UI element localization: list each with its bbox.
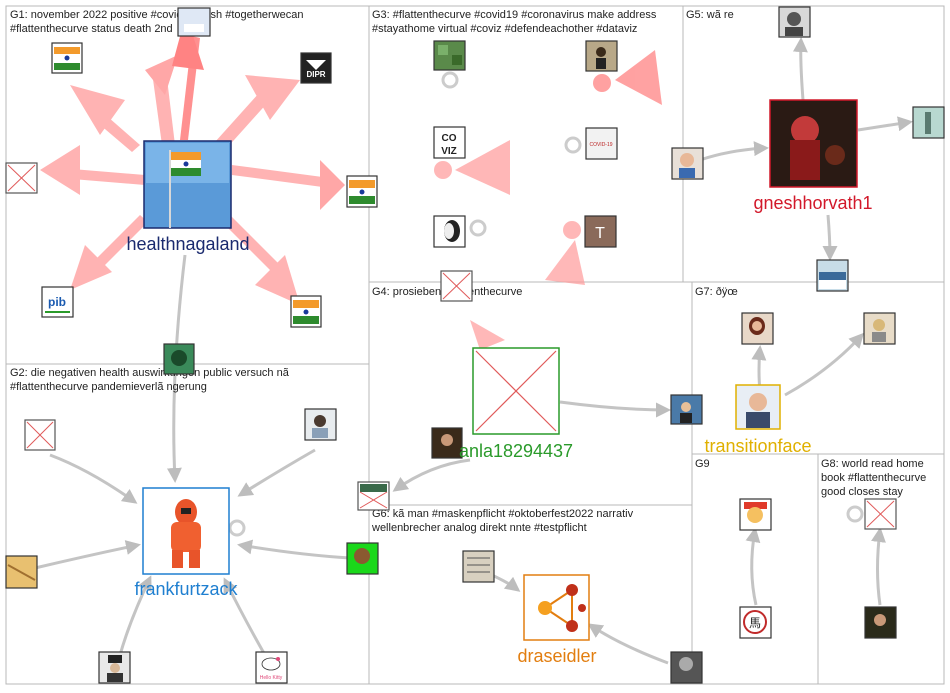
india-flag-node-3[interactable] xyxy=(290,295,322,328)
hub-label-transitionface: transitionface xyxy=(704,436,811,456)
hub-draseidler[interactable]: draseidler xyxy=(517,574,597,666)
cartoon-node-green[interactable] xyxy=(346,542,379,575)
g1-label-line1: G1: november 2022 positive #covid19 fres… xyxy=(10,9,304,21)
pib-text: pib xyxy=(48,295,66,309)
chinese-seal-node[interactable]: 馬 xyxy=(739,606,772,639)
pib-node[interactable]: pib xyxy=(41,286,74,318)
face-sketch-node[interactable] xyxy=(433,215,466,248)
broken-image-node-g2[interactable] xyxy=(24,419,56,451)
waterfall-node[interactable] xyxy=(816,259,849,292)
g3-self-loops xyxy=(434,50,662,350)
g6-nodes[interactable] xyxy=(462,550,703,684)
woman-photo-node[interactable] xyxy=(304,408,337,441)
panel-g3 xyxy=(368,5,684,283)
hub-healthnagaland[interactable]: healthnagaland xyxy=(126,140,250,254)
coviz-node[interactable]: CO VIZ xyxy=(433,126,466,159)
hub-transitionface[interactable]: transitionface xyxy=(704,384,812,456)
broken-image-node-g4-small[interactable] xyxy=(440,270,473,302)
newspaper-node[interactable] xyxy=(462,550,495,583)
g3-label-line1: G3: #flattenthecurve #covid19 #coronavir… xyxy=(372,9,657,21)
game-map-node[interactable] xyxy=(433,40,466,71)
covid-thumb-top[interactable] xyxy=(177,7,211,37)
hub-frankfurtzack[interactable]: frankfurtzack xyxy=(134,487,239,599)
g7-label: G7: ðÿœ xyxy=(695,286,738,298)
g2-label-line2: #flattenthecurve pandemieverlã ngerung xyxy=(10,381,207,393)
dipr-node[interactable]: DIPR xyxy=(300,52,332,84)
g8-label-line2: book #flattenthecurve xyxy=(821,472,926,484)
g6-label-line2: wellenbrecher analog direkt nnte #testpf… xyxy=(371,522,587,534)
g4-nodes[interactable] xyxy=(357,270,703,511)
dark-hair-woman-node[interactable] xyxy=(864,606,897,639)
statue-node[interactable] xyxy=(912,106,945,139)
g1-nodes[interactable]: DIPR pib xyxy=(5,7,378,328)
coviz-line2: VIZ xyxy=(441,146,457,157)
g9-nodes[interactable]: 馬 xyxy=(739,498,772,639)
panel-g9 xyxy=(691,453,819,685)
dark-photo-node[interactable] xyxy=(431,427,463,459)
panel-g8 xyxy=(817,453,945,685)
cartoon-boy-node[interactable] xyxy=(739,498,772,531)
avatar-node-g2-top[interactable] xyxy=(163,343,195,375)
hub-label-gneshhorvath1: gneshhorvath1 xyxy=(753,193,872,213)
hub-label-healthnagaland: healthnagaland xyxy=(126,234,249,254)
mixed-node-g4[interactable] xyxy=(357,481,390,511)
covid19-node[interactable]: COVID-19 xyxy=(585,127,618,160)
coviz-line1: CO xyxy=(442,133,457,144)
g1-label-line2: #flattenthecurve status death 2nd xyxy=(10,23,173,35)
broken-image-node-g8[interactable] xyxy=(864,498,897,530)
hello-kitty-node[interactable]: Hello Kitty xyxy=(255,651,288,684)
hub-label-frankfurtzack: frankfurtzack xyxy=(134,579,238,599)
hub-label-draseidler: draseidler xyxy=(517,646,596,666)
g5-nodes[interactable] xyxy=(671,6,945,292)
gray-self-loops xyxy=(228,71,864,537)
hub-anla18294437[interactable]: anla18294437 xyxy=(459,347,573,461)
lincoln-node[interactable] xyxy=(98,651,131,684)
old-man-node[interactable] xyxy=(670,651,703,684)
india-flag-node-1[interactable] xyxy=(51,42,83,74)
woman-red-hair-node[interactable] xyxy=(741,312,774,345)
g3-nodes[interactable]: CO VIZ COVID-19 T xyxy=(433,40,618,248)
smiling-man-node[interactable] xyxy=(671,147,704,180)
g8-label-line3: good closes stay xyxy=(821,486,903,498)
hub-gneshhorvath1[interactable]: gneshhorvath1 xyxy=(753,99,873,213)
t-letter-node[interactable]: T xyxy=(584,215,617,248)
panel-g7 xyxy=(691,281,945,455)
t-letter-text: T xyxy=(595,225,605,242)
bw-portrait-node[interactable] xyxy=(778,6,811,38)
hello-kitty-text: Hello Kitty xyxy=(260,675,283,681)
g8-nodes[interactable] xyxy=(864,498,897,639)
g8-label-line1: G8: world read home xyxy=(821,458,924,470)
g2-label-line1: G2: die negativen health auswirkungen pu… xyxy=(10,367,290,379)
food-photo-node[interactable] xyxy=(5,555,38,589)
dipr-text: DIPR xyxy=(306,70,325,79)
group-labels: G1: november 2022 positive #covid19 fres… xyxy=(10,9,926,534)
g1-edges xyxy=(40,14,345,305)
g2-nodes[interactable]: Hello Kitty xyxy=(5,343,379,684)
tv-studio-node[interactable] xyxy=(670,394,703,425)
g7-nodes[interactable] xyxy=(741,312,896,345)
blonde-woman-node[interactable] xyxy=(863,312,896,345)
india-flag-node-2[interactable] xyxy=(346,175,378,208)
covid19-text: COVID-19 xyxy=(589,142,612,148)
g3-label-line2: #stayathome virtual #coviz #defendeachot… xyxy=(372,23,637,35)
g9-label: G9 xyxy=(695,458,710,470)
painting-node[interactable] xyxy=(585,40,618,72)
g5-label: G5: wã re xyxy=(686,9,734,21)
chinese-char: 馬 xyxy=(749,616,761,630)
hub-label-anla18294437: anla18294437 xyxy=(459,441,573,461)
g6-label-line1: G6: kã man #maskenpflicht #oktoberfest20… xyxy=(372,508,634,520)
broken-image-node-g1[interactable] xyxy=(5,162,38,194)
